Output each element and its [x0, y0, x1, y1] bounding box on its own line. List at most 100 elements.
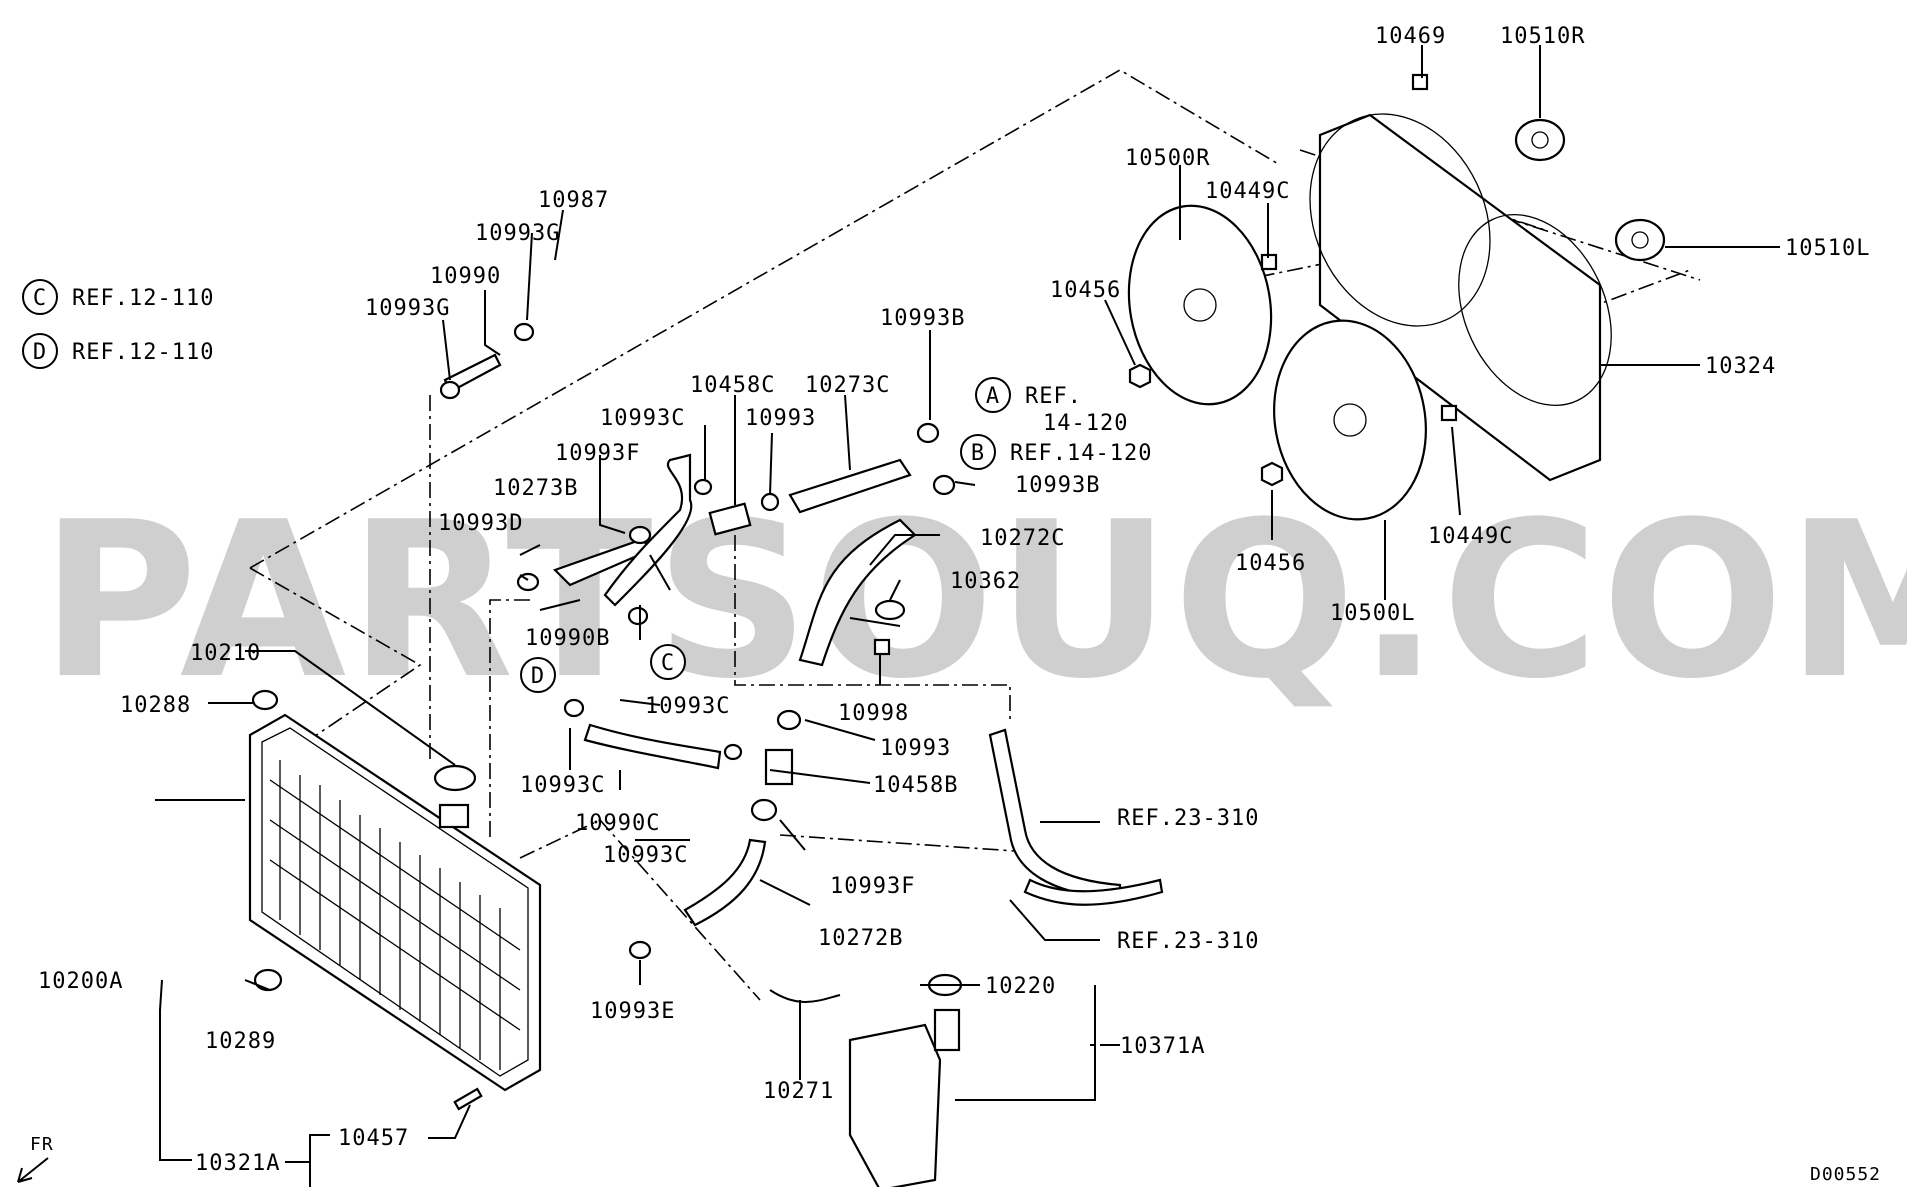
label-10456-top: 10456: [1050, 278, 1121, 303]
ref-circle-c: C: [650, 644, 686, 680]
hose-10273C: [788, 458, 912, 514]
label-10993F-a: 10993F: [555, 441, 640, 466]
radiator-upper-neck: [438, 803, 470, 829]
label-10993G-bottom: 10993G: [365, 296, 450, 321]
label-10371A: 10371A: [1120, 1034, 1205, 1059]
nut-10456-top: [1128, 363, 1152, 389]
joint-10458B: [764, 748, 794, 786]
svg-text:B: B: [971, 441, 985, 466]
label-10458B: 10458B: [873, 773, 958, 798]
ref-circle-d-legend: D: [22, 333, 58, 369]
hose-10990B: [603, 453, 693, 607]
label-10210: 10210: [190, 641, 261, 666]
fan-10500R: [1127, 204, 1273, 406]
radiator-cap: [433, 764, 477, 792]
ref-b-text: REF.14-120: [1010, 441, 1152, 466]
label-10449C-top: 10449C: [1205, 179, 1290, 204]
frame-line-lower: [779, 834, 1031, 853]
label-10362: 10362: [950, 569, 1021, 594]
label-10993C-b: 10993C: [645, 694, 730, 719]
label-10456-bottom: 10456: [1235, 551, 1306, 576]
direction-arrow-icon: [17, 1157, 49, 1183]
label-10998: 10998: [838, 701, 909, 726]
fan-10500L: [1273, 319, 1427, 521]
direction-label: FR: [30, 1134, 54, 1155]
hose-10990C: [583, 723, 722, 770]
hose-10272C: [798, 518, 917, 667]
label-10993-a: 10993: [745, 406, 816, 431]
front-direction-indicator: FR: [17, 1134, 54, 1183]
fan-motor-10510R: [1514, 118, 1566, 162]
label-10993-b: 10993: [880, 736, 951, 761]
label-10457: 10457: [338, 1126, 409, 1151]
ref-text-c: REF.12-110: [72, 286, 214, 311]
label-10510R: 10510R: [1500, 24, 1585, 49]
label-10993F-b: 10993F: [830, 874, 915, 899]
svg-text:D: D: [33, 340, 47, 365]
label-10220: 10220: [985, 974, 1056, 999]
lower-mount-rubber: [253, 968, 283, 992]
ref-circle-c-legend: C: [22, 279, 58, 315]
svg-text:C: C: [33, 286, 47, 311]
ref-23-310-upper: REF.23-310: [1117, 806, 1259, 831]
ref-circle-b: B: [960, 434, 996, 470]
ref-a-text-1: REF.: [1025, 384, 1082, 409]
label-10272B: 10272B: [818, 926, 903, 951]
svg-text:D: D: [531, 664, 545, 689]
bolt-10449C-bottom: [1440, 404, 1458, 422]
fan-motor-10510L: [1614, 218, 1666, 262]
hose-10271: [769, 989, 841, 1003]
label-10993D: 10993D: [438, 511, 523, 536]
svg-text:C: C: [661, 651, 675, 676]
hose-10272B: [683, 838, 767, 927]
label-10993E: 10993E: [590, 999, 675, 1024]
label-10987: 10987: [538, 188, 609, 213]
label-10458C: 10458C: [690, 373, 775, 398]
label-10990C: 10990C: [575, 811, 660, 836]
ref-23-310-lower: REF.23-310: [1117, 929, 1259, 954]
joint-10458C: [708, 502, 752, 536]
label-10324: 10324: [1705, 354, 1776, 379]
reservoir-tank: [848, 973, 963, 1187]
bolt-10469: [1411, 73, 1429, 91]
drain-plug: [453, 1087, 483, 1111]
label-10289: 10289: [205, 1029, 276, 1054]
frame-line-vert2: [489, 599, 530, 840]
radiator: [248, 713, 542, 1092]
part-labels: 10469 10510R 10500R 10449C 10510L 10456 …: [38, 24, 1870, 1176]
ref-circle-d: D: [520, 657, 556, 693]
label-10272C: 10272C: [980, 526, 1065, 551]
fan-shroud: [1309, 113, 1612, 482]
frame-line-reservoir: [519, 819, 761, 1001]
diagram-code: D00552: [1810, 1164, 1881, 1185]
label-10990: 10990: [430, 264, 501, 289]
label-10993B-bottom: 10993B: [1015, 473, 1100, 498]
label-10993C-a: 10993C: [600, 406, 685, 431]
label-10273C: 10273C: [805, 373, 890, 398]
watermark: PARTSOUQ.COM: [40, 475, 1907, 726]
leader-lines: [155, 45, 1780, 1187]
nut-10456-bottom: [1260, 461, 1284, 487]
label-10993C-d: 10993C: [603, 843, 688, 868]
label-10200A: 10200A: [38, 969, 123, 994]
ref-circle-a: A: [975, 377, 1011, 413]
label-10990B: 10990B: [525, 626, 610, 651]
ref-text-d: REF.12-110: [72, 340, 214, 365]
label-10469: 10469: [1375, 24, 1446, 49]
label-10273B: 10273B: [493, 476, 578, 501]
svg-text:A: A: [986, 384, 1000, 409]
label-10993B-top: 10993B: [880, 306, 965, 331]
label-10288: 10288: [120, 693, 191, 718]
label-10993C-c: 10993C: [520, 773, 605, 798]
frame-line-top: [249, 69, 1281, 569]
label-10449C-bottom: 10449C: [1428, 524, 1513, 549]
label-10321A: 10321A: [195, 1151, 280, 1176]
frame-line-mid: [734, 535, 1011, 720]
label-10500R: 10500R: [1125, 146, 1210, 171]
label-10510L: 10510L: [1785, 236, 1870, 261]
label-10271: 10271: [763, 1079, 834, 1104]
label-10993G-top: 10993G: [475, 221, 560, 246]
bolt-10998: [873, 638, 891, 656]
